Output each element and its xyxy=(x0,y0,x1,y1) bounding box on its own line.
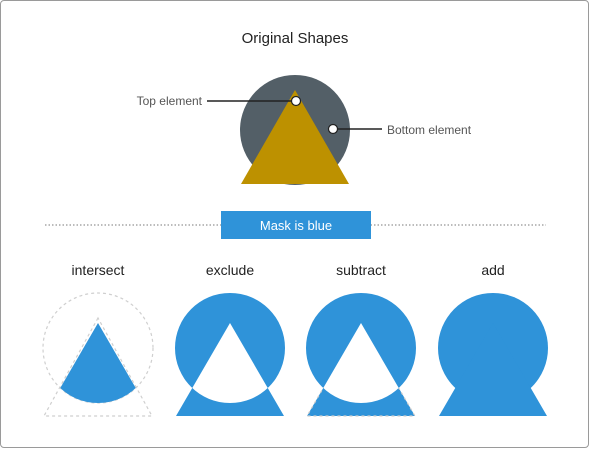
add-shape xyxy=(438,293,548,416)
add-triangle xyxy=(439,323,547,416)
original-shapes xyxy=(240,75,350,185)
top-element-triangle xyxy=(241,90,349,184)
subtract-result xyxy=(306,292,416,416)
callout-bottom-label: Bottom element xyxy=(387,123,472,137)
intersect-triangle-outline xyxy=(42,316,154,417)
callout-bottom-element: Bottom element xyxy=(327,123,472,137)
callout-top-element: Top element xyxy=(137,94,302,108)
operation-label-add: add xyxy=(481,262,504,278)
callout-bottom-dot xyxy=(327,123,339,135)
exclude-result xyxy=(175,292,285,416)
subtract-shape xyxy=(305,292,417,417)
intersect-result xyxy=(44,323,152,403)
page-title: Original Shapes xyxy=(242,30,349,47)
mask-banner-label: Mask is blue xyxy=(260,218,332,233)
mask-banner: Mask is blue xyxy=(221,211,371,239)
exclude-shape xyxy=(175,292,285,416)
operation-label-exclude: exclude xyxy=(206,262,254,278)
operation-label-subtract: subtract xyxy=(336,262,386,278)
callout-top-dot xyxy=(290,95,302,107)
intersect-shape xyxy=(42,292,154,417)
operation-label-intersect: intersect xyxy=(72,262,125,278)
callout-top-label: Top element xyxy=(137,94,203,108)
mask-banner-background xyxy=(221,211,371,239)
